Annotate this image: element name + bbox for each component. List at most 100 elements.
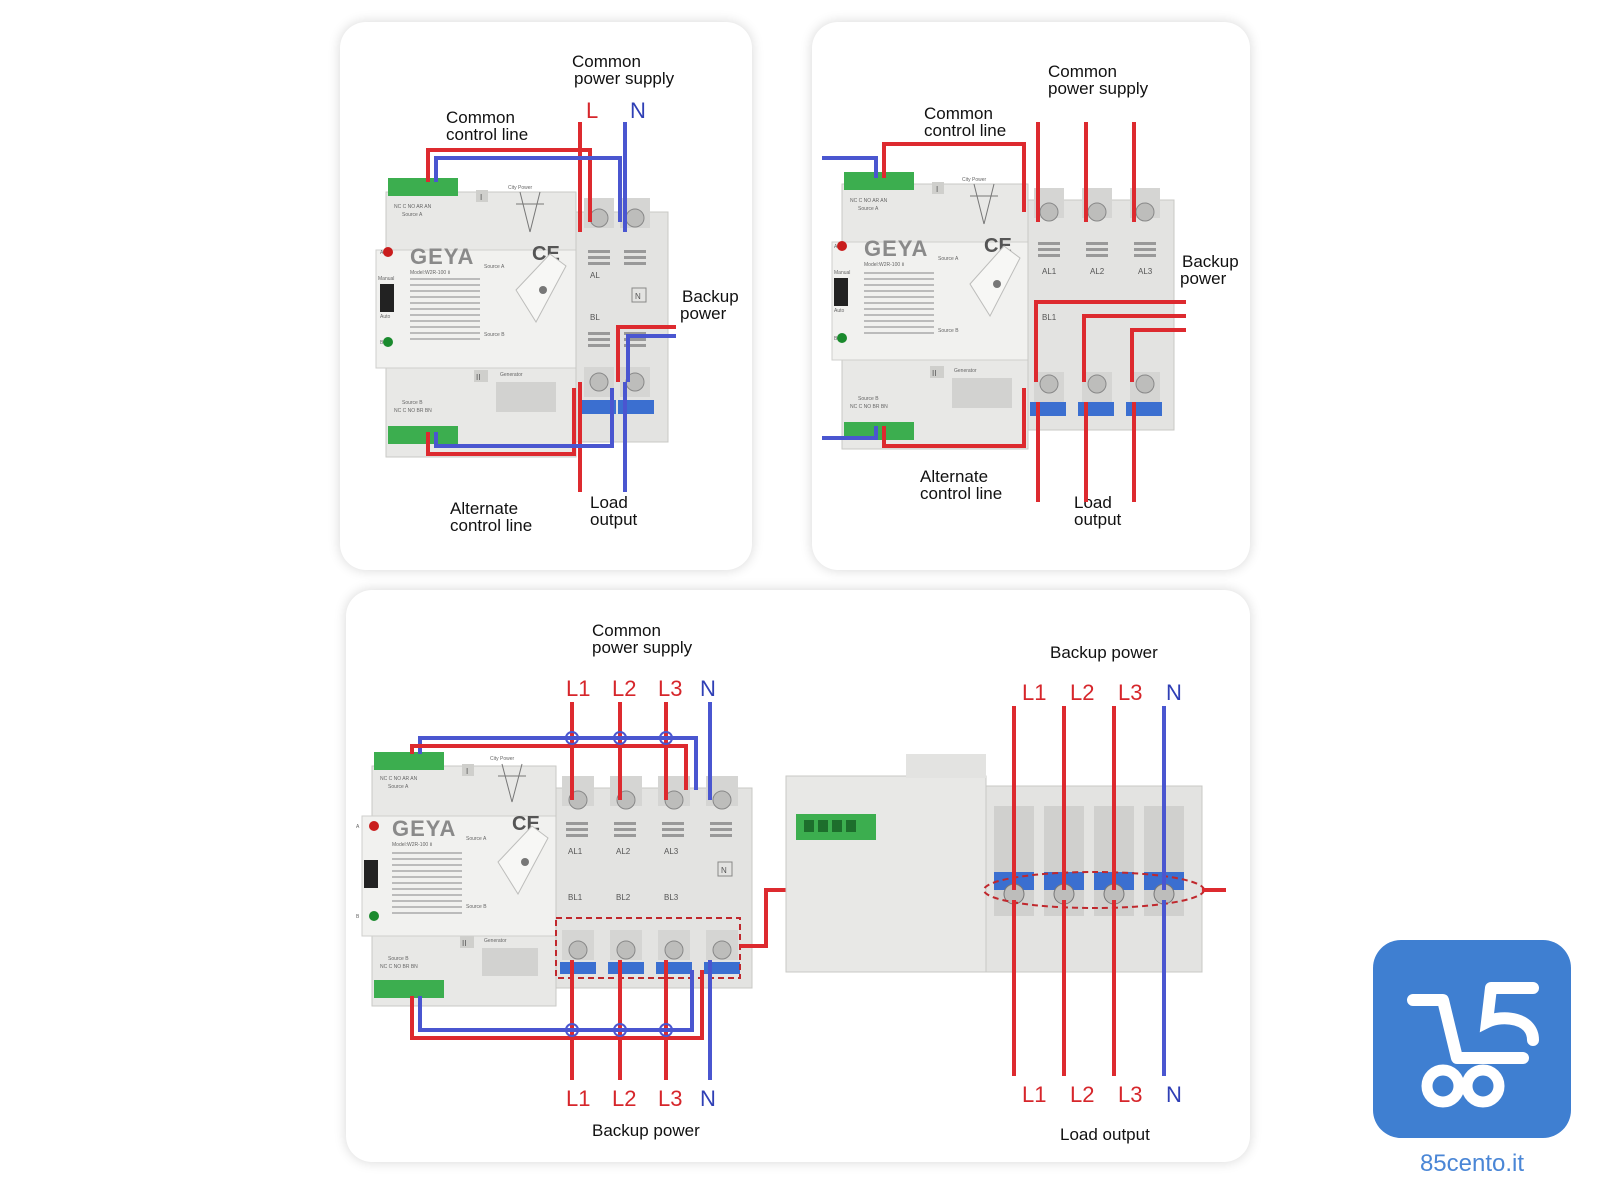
city-power-label: City Power: [490, 756, 515, 762]
wiring: [822, 122, 1186, 502]
alternate-control-label-1: Alternate: [920, 467, 988, 486]
source-a-led: [369, 821, 379, 831]
model-label: Model:W2R-100 Ⅱ: [864, 262, 904, 268]
common-power-label-1: Common: [1048, 62, 1117, 81]
diagram-panel-four-pole: Common power supply Backup power Backup …: [346, 590, 1250, 1162]
bottom-phase-N: N: [700, 1086, 716, 1111]
site-logo[interactable]: [1373, 940, 1571, 1138]
load-output-label-1: Load: [1074, 493, 1112, 512]
single-phase-wiring-diagram: Common power supply L N Common control l…: [375, 52, 739, 535]
generator-label: Generator: [500, 372, 523, 378]
model-label: Model:W2R-100 Ⅱ: [410, 270, 450, 276]
right-wiring: [1012, 706, 1226, 1076]
top-phase-N: N: [700, 676, 716, 701]
al3-terminal-label: AL3: [664, 847, 679, 856]
generator-icon: [952, 378, 1012, 408]
auto-label: Auto: [380, 314, 391, 320]
source-a-terminal-block: [374, 752, 444, 770]
al2-terminal-label: AL2: [616, 847, 631, 856]
right-top-phase-L3: L3: [1118, 680, 1142, 705]
alternate-control-label-2: control line: [920, 484, 1002, 503]
roman-one-label: I: [466, 767, 468, 776]
source-b-front-label: Source B: [466, 904, 487, 910]
roman-one-label: I: [480, 193, 482, 202]
common-control-label-2: control line: [446, 125, 528, 144]
manual-label: Manual: [834, 270, 850, 276]
manual-auto-selector[interactable]: [364, 860, 378, 888]
transfer-switch-device: AL1 AL2 AL3 N BL1 BL2 BL3 NC C NO AR AN …: [356, 752, 753, 1007]
bl2-terminal-label: BL2: [616, 893, 631, 902]
bottom-phase-L1: L1: [566, 1086, 590, 1111]
source-a-front-label: Source A: [466, 836, 487, 842]
roman-two-label: II: [462, 939, 466, 948]
right-bottom-phase-N: N: [1166, 1082, 1182, 1107]
backup-power-top-label: Backup power: [1050, 643, 1158, 662]
backup-power-label-2: power: [680, 304, 727, 323]
site-logo-text: 85cento.it: [1419, 1150, 1525, 1177]
manual-auto-selector[interactable]: [380, 284, 394, 312]
bottom-phase-L2: L2: [612, 1086, 636, 1111]
backup-power-label-2: power: [1180, 269, 1227, 288]
terminal-a-label: NC C NO AR AN: [380, 776, 418, 782]
top-phase-L1: L1: [566, 676, 590, 701]
source-a-small-label: Source A: [402, 212, 423, 218]
right-top-phase-L2: L2: [1070, 680, 1094, 705]
brand-logo: GEYA: [392, 816, 456, 841]
top-phase-L3: L3: [658, 676, 682, 701]
common-power-label-1: Common: [572, 52, 641, 71]
al-terminal-label: AL: [590, 271, 600, 280]
n-box-label: N: [721, 866, 727, 875]
source-b-terminal-block: [844, 422, 914, 440]
source-b-small-label: Source B: [858, 396, 879, 402]
common-power-label-1: Common: [592, 621, 661, 640]
led-b-label: B: [356, 914, 360, 920]
wiring: [426, 122, 676, 492]
common-power-label-2: power supply: [1048, 79, 1149, 98]
generator-label: Generator: [484, 938, 507, 944]
terminal-b-label: NC C NO BR BN: [380, 964, 418, 970]
al1-terminal-label: AL1: [568, 847, 583, 856]
bl1-terminal-label: BL1: [1042, 313, 1057, 322]
al3-terminal-label: AL3: [1138, 267, 1153, 276]
roman-two-label: II: [932, 369, 936, 378]
common-power-label-2: power supply: [574, 69, 675, 88]
alternate-control-label-2: control line: [450, 516, 532, 535]
city-power-label: City Power: [508, 185, 533, 191]
diagram-panel-three-phase: Common power supply Common control line …: [812, 22, 1250, 570]
led-a-label: A: [380, 250, 384, 256]
source-a-front-label: Source A: [484, 264, 505, 270]
terminal-a-label: NC C NO AR AN: [394, 204, 432, 210]
brand-logo: GEYA: [410, 244, 474, 269]
source-a-led: [383, 247, 393, 257]
right-top-phase-N: N: [1166, 680, 1182, 705]
backup-power-label-1: Backup: [1182, 252, 1239, 271]
top-phase-L2: L2: [612, 676, 636, 701]
alternate-control-label-1: Alternate: [450, 499, 518, 518]
roman-two-label: II: [476, 373, 480, 382]
source-a-terminal-block: [388, 178, 458, 196]
source-b-led: [837, 333, 847, 343]
n-box-label: N: [635, 292, 641, 301]
backup-power-bottom-label: Backup power: [592, 1121, 700, 1140]
source-b-terminal-block: [374, 980, 444, 998]
manual-label: Manual: [378, 276, 394, 282]
source-b-front-label: Source B: [938, 328, 959, 334]
load-output-label-2: output: [590, 510, 638, 529]
common-control-label-2: control line: [924, 121, 1006, 140]
source-a-terminal-block: [844, 172, 914, 190]
source-b-led: [383, 337, 393, 347]
led-a-label: A: [356, 824, 360, 830]
power-tower-icon: [498, 763, 526, 803]
brand-logo: GEYA: [864, 236, 928, 261]
source-b-small-label: Source B: [388, 956, 409, 962]
terminal-b-label: NC C NO BR BN: [394, 408, 432, 414]
terminal-b-label: NC C NO BR BN: [850, 404, 888, 410]
source-a-led: [837, 241, 847, 251]
generator-icon: [482, 948, 538, 976]
load-output-label-2: output: [1074, 510, 1122, 529]
bl3-terminal-label: BL3: [664, 893, 679, 902]
manual-auto-selector[interactable]: [834, 278, 848, 306]
bl-terminal-label: BL: [590, 313, 600, 322]
bl1-terminal-label: BL1: [568, 893, 583, 902]
source-b-small-label: Source B: [402, 400, 423, 406]
